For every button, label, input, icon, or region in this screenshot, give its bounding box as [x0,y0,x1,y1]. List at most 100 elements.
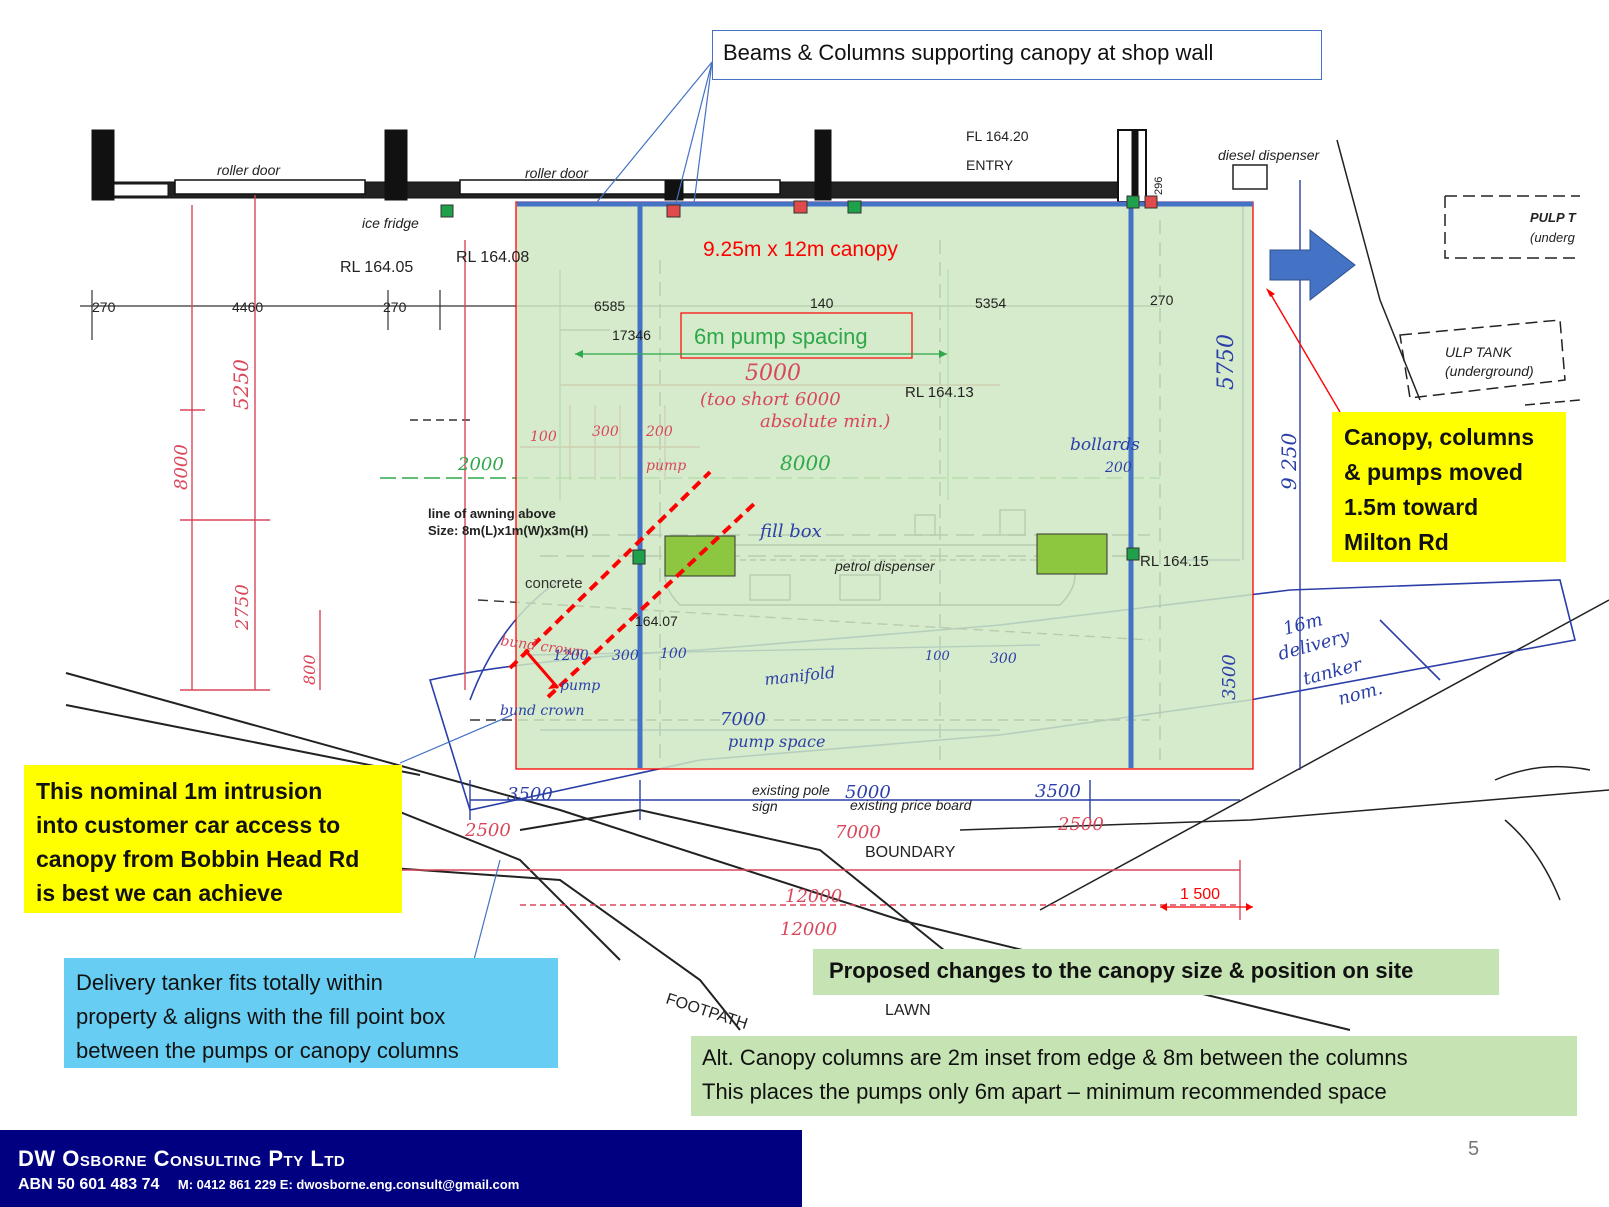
callout-tanker: Delivery tanker fits totally within prop… [64,958,558,1068]
dim-2750: 2750 [232,584,253,631]
dim-5250: 5250 [229,359,253,410]
tanker-width-arrow [523,649,560,689]
callout-moved: Canopy, columns & pumps moved 1.5m towar… [1332,412,1566,562]
label-ice-fridge: ice fridge [362,215,419,231]
arrowhead [1246,903,1253,911]
company-name: DW Osborne Consulting Pty Ltd [18,1146,346,1171]
pump-right [1036,533,1108,575]
dim-270b: 270 [383,299,407,315]
dim-6585: 6585 [594,298,625,314]
label-rl-4: RL 164.15 [1140,553,1209,570]
label-fill-box: fill box [758,521,822,542]
callout-beams-columns: Beams & Columns supporting canopy at sho… [712,30,1322,80]
callout-intrusion-line: into customer car access to [36,812,341,838]
footer-banner: DW Osborne Consulting Pty Ltd ABN 50 601… [0,1130,802,1207]
dim-140: 140 [810,295,834,311]
label-ulp-tank-2: (underground) [1445,363,1534,379]
label-pump-left: pump [560,678,600,694]
label-bollards: bollards [1070,435,1140,455]
dim-1200: 1200 [553,648,589,664]
label-footpath: FOOTPATH [664,991,750,1033]
label-rl-3: RL 164.13 [905,384,974,401]
tanker-fill-lines [508,470,757,699]
dim-17346: 17346 [612,327,651,343]
callout-intrusion: This nominal 1m intrusion into customer … [24,765,402,913]
pump-spacing-label: 6m pump spacing [694,324,868,349]
label-pump-top: pump [646,458,686,474]
dim-300b: 300 [612,648,639,664]
callout-tanker-line: Delivery tanker fits totally within [76,970,383,995]
label-bund-crown-2: bund crown [500,703,584,719]
dim-200a: 200 [645,424,673,440]
label-diesel: diesel dispenser [1218,147,1321,163]
callout-moved-line: Canopy, columns [1344,424,1534,450]
pump-left [664,535,736,577]
label-concrete: concrete [525,575,583,592]
shop-wall [91,129,1147,203]
label-pulp-tank: PULP T [1530,210,1577,225]
dim-100c: 100 [925,649,950,664]
callout-moved-line: Milton Rd [1344,529,1449,555]
column-markers [440,195,1158,565]
dim-100a: 100 [530,429,557,445]
callout-tanker-line: property & aligns with the fill point bo… [76,1004,446,1029]
label-awning-size: Size: 8m(L)x1m(W)x3m(H) [428,523,588,538]
dim-300c: 300 [990,651,1017,667]
label-existing-pole: existing pole [752,782,830,798]
label-roller-door-2: roller door [525,165,589,181]
label-entry: ENTRY [966,157,1014,173]
pump-spacing-box [680,312,913,359]
dim-3500b: 3500 [1035,781,1081,802]
callout-alt-line: This places the pumps only 6m apart – mi… [702,1079,1387,1104]
dim-5000b: 5000 [845,782,891,803]
label-price-board: existing price board [850,797,973,813]
dim-5354: 5354 [975,295,1006,311]
dim-5750: 5750 [1214,334,1239,390]
dim-7000a: 7000 [720,709,766,730]
contact-details: M: 0412 861 229 E: dwosborne.eng.consult… [177,1177,520,1192]
dim-8000v: 8000 [171,444,192,490]
dim-12000b: 12000 [780,919,837,940]
dim-300a: 300 [592,424,619,440]
callout-intrusion-line: This nominal 1m intrusion [36,778,323,804]
callout-alt: Alt. Canopy columns are 2m inset from ed… [691,1036,1577,1116]
footer-contact-row: ABN 50 601 483 74 M: 0412 861 229 E: dwo… [18,1176,519,1194]
callout-proposed: Proposed changes to the canopy size & po… [813,949,1499,995]
label-fl: FL 164.20 [966,128,1029,144]
dim-800: 800 [300,654,319,685]
dim-7000b: 7000 [835,822,881,843]
dim-2500b: 2500 [1057,814,1104,835]
label-rl-5: 164.07 [635,613,678,629]
dim-4460: 4460 [232,299,263,315]
label-line-awning: line of awning above [428,506,556,521]
arrowhead [548,683,558,689]
label-petrol: petrol dispenser [834,558,936,574]
dim-200b: 200 [1104,460,1132,476]
page-number: 5 [1468,1138,1480,1160]
label-pump-space: pump space [728,732,825,751]
dim-5000: 5000 [745,361,801,386]
dim-3500v: 3500 [1219,654,1240,700]
arrowhead [575,350,583,358]
dim-8000h: 8000 [780,451,831,475]
note-too-short-2: absolute min.) [760,411,890,432]
arrowhead [1266,288,1275,297]
callout-proposed-text: Proposed changes to the canopy size & po… [829,958,1414,983]
label-boundary: BOUNDARY [865,844,956,861]
callout-alt-line: Alt. Canopy columns are 2m inset from ed… [702,1045,1408,1070]
dim-2500a: 2500 [464,820,511,841]
offset-dim-label: 1 500 [1180,886,1220,903]
dim-100b: 100 [660,646,687,662]
label-sign: sign [752,798,778,814]
canopy-size-label: 9.25m x 12m canopy [703,238,898,261]
callout-moved-line: 1.5m toward [1344,494,1479,520]
arrowhead [1160,903,1167,911]
dim-296: 296 [1153,177,1165,195]
dim-270a: 270 [92,299,116,315]
label-pulp-tank-2: (underg [1530,230,1576,245]
callout-beams-columns-text: Beams & Columns supporting canopy at sho… [723,40,1214,65]
label-rl-2: RL 164.08 [456,249,529,266]
note-too-short-1: (too short 6000 [700,389,841,410]
direction-arrow [1269,228,1356,302]
